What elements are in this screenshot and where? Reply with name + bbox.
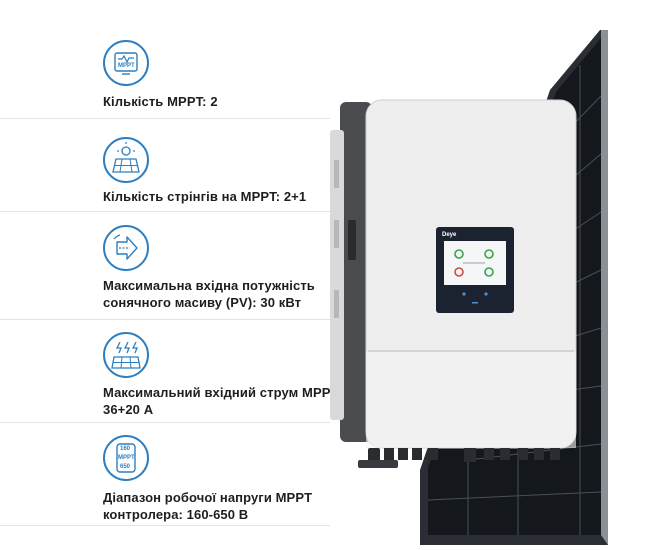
brand-logo: Deye [442,232,457,238]
spec-label: Максимальний вхідний струм MPPT: 36+20 А [103,385,342,417]
mppt-monitor-icon: MPPT [103,40,149,86]
spec-label: Кількість стрінгів на MPPT: 2+1 [103,189,307,204]
spec-label: Кількість MPPT: 2 [103,94,218,109]
power-input-icon [103,225,149,271]
bottom-connectors [358,448,560,468]
inverter-illustration: Deye [330,30,608,545]
spec-list: MPPT Кількість MPPT: 2 Кількість стрінгі… [0,40,342,526]
divider [0,525,330,526]
current-panel-icon [103,332,149,378]
divider [0,319,330,320]
voltage-range-icon: 160 MPPT 650 [103,435,149,481]
inverter-casing [330,102,372,442]
divider [0,118,330,119]
divider [0,422,330,423]
divider [0,211,330,212]
display-panel [436,227,514,313]
voltage-mppt-text: MPPT [118,455,135,461]
spec-label: Діапазон робочої напруги MPPT контролера… [103,490,313,522]
spec-label: Максимальна вхідна потужність сонячного … [103,278,315,310]
voltage-min-text: 160 [120,446,131,452]
mppt-icon-text: MPPT [118,63,135,69]
voltage-max-text: 650 [120,464,131,470]
product-image: Deye [328,30,651,545]
solar-string-icon [103,137,149,183]
